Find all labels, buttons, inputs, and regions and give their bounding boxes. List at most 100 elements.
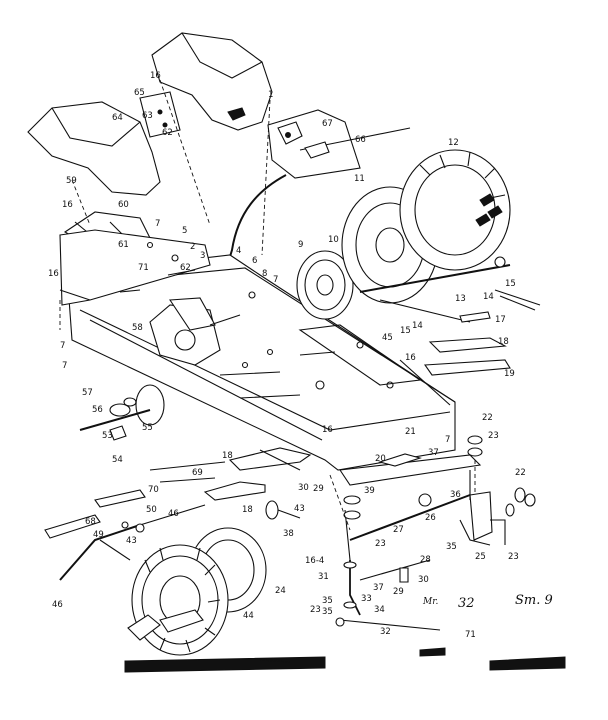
callout-18: 18 (498, 337, 509, 347)
callout-22: 22 (515, 468, 526, 478)
callout-10: 10 (328, 235, 339, 245)
callout-16: 16 (150, 71, 161, 81)
callout-35: 35 (322, 607, 333, 617)
callout-58: 58 (132, 323, 143, 333)
callout-49: 49 (93, 530, 104, 540)
rear-fender-right (151, 32, 273, 131)
callout-64: 64 (112, 113, 123, 123)
brake-pedal-assembly (44, 489, 206, 581)
callout-66: 66 (355, 135, 366, 145)
callout-8: 8 (262, 269, 267, 279)
callout-20: 20 (375, 454, 386, 464)
callout-46: 46 (168, 509, 179, 519)
callout-67: 67 (322, 119, 333, 129)
callout-25: 25 (475, 552, 486, 562)
callout-29: 29 (313, 484, 324, 494)
callout-37: 37 (373, 583, 384, 593)
callout-23: 23 (310, 605, 321, 615)
callout-16-4: 16-4 (305, 556, 324, 566)
callout-7: 7 (445, 435, 450, 445)
callout-14: 14 (483, 292, 494, 302)
callout-1: 1 (268, 90, 273, 100)
callout-46: 46 (52, 600, 63, 610)
callout-2: 2 (190, 242, 195, 252)
steering-linkage (335, 559, 441, 631)
callout-44: 44 (243, 611, 254, 621)
callout-59: 59 (66, 176, 77, 186)
callout-57: 57 (82, 388, 93, 398)
callout-7: 7 (273, 275, 278, 285)
callout-14: 14 (412, 321, 423, 331)
rear-tire-outer (399, 149, 511, 271)
callout-17: 17 (495, 315, 506, 325)
callout-16: 16 (405, 353, 416, 363)
callout-16: 16 (62, 200, 73, 210)
rear-axle (359, 256, 541, 323)
callout-7: 7 (62, 361, 67, 371)
callout-55: 55 (142, 423, 153, 433)
callout-22: 22 (482, 413, 493, 423)
callout-63: 63 (142, 111, 153, 121)
callout-7: 7 (155, 219, 160, 229)
panel-69-70 (149, 461, 226, 483)
callout-16: 16 (322, 425, 333, 435)
callout-labels: 1 16 65 64 63 62 67 66 11 12 59 16 60 61… (48, 71, 526, 640)
transmission (149, 297, 241, 366)
pulley-43 (265, 500, 301, 520)
callout-15: 15 (505, 279, 516, 289)
callout-31: 31 (318, 572, 329, 582)
callout-18: 18 (222, 451, 233, 461)
inset-brake-parts (267, 109, 411, 179)
callout-24: 24 (275, 586, 286, 596)
callout-26: 26 (425, 513, 436, 523)
handwritten-sm9: Sm. 9 (515, 593, 553, 608)
callout-30: 30 (418, 575, 429, 585)
callout-23: 23 (488, 431, 499, 441)
callout-38: 38 (283, 529, 294, 539)
fender-bracket (139, 91, 181, 138)
callout-43: 43 (294, 504, 305, 514)
callout-71: 71 (138, 263, 149, 273)
callout-62: 62 (180, 263, 191, 273)
handwritten-32: 32 (458, 596, 475, 611)
callout-37: 37 (428, 448, 439, 458)
callout-35: 35 (322, 596, 333, 606)
callout-32: 32 (380, 627, 391, 637)
callout-11: 11 (354, 174, 365, 184)
callout-50: 50 (146, 505, 157, 515)
callout-45: 45 (382, 333, 393, 343)
front-frame-plate (59, 229, 211, 306)
scan-noise (124, 647, 566, 673)
callout-35: 35 (446, 542, 457, 552)
callout-62: 62 (162, 128, 173, 138)
callout-4: 4 (236, 246, 241, 256)
callout-34: 34 (374, 605, 385, 615)
callout-39: 39 (364, 486, 375, 496)
callout-60: 60 (118, 200, 129, 210)
callout-69: 69 (192, 468, 203, 478)
rails-18-19 (399, 337, 511, 406)
front-wheel (127, 527, 267, 656)
callout-53: 53 (102, 431, 113, 441)
callout-15: 15 (400, 326, 411, 336)
handwritten-notes: 32 Sm. 9 Mr. (422, 593, 553, 611)
callout-3: 3 (200, 251, 205, 261)
rear-wheel-rim (296, 250, 354, 320)
leader-dashes (59, 79, 476, 531)
callout-43: 43 (126, 536, 137, 546)
callout-7: 7 (60, 341, 65, 351)
callout-19: 19 (504, 369, 515, 379)
callout-70: 70 (148, 485, 159, 495)
callout-12: 12 (448, 138, 459, 148)
callout-16: 16 (48, 269, 59, 279)
callout-23: 23 (508, 552, 519, 562)
callout-5: 5 (182, 226, 187, 236)
callout-28: 28 (420, 555, 431, 565)
callout-23: 23 (375, 539, 386, 549)
rear-fender-left (27, 101, 161, 196)
callout-30: 30 (298, 483, 309, 493)
callout-13: 13 (455, 294, 466, 304)
callout-27: 27 (393, 525, 404, 535)
callout-6: 6 (252, 256, 257, 266)
